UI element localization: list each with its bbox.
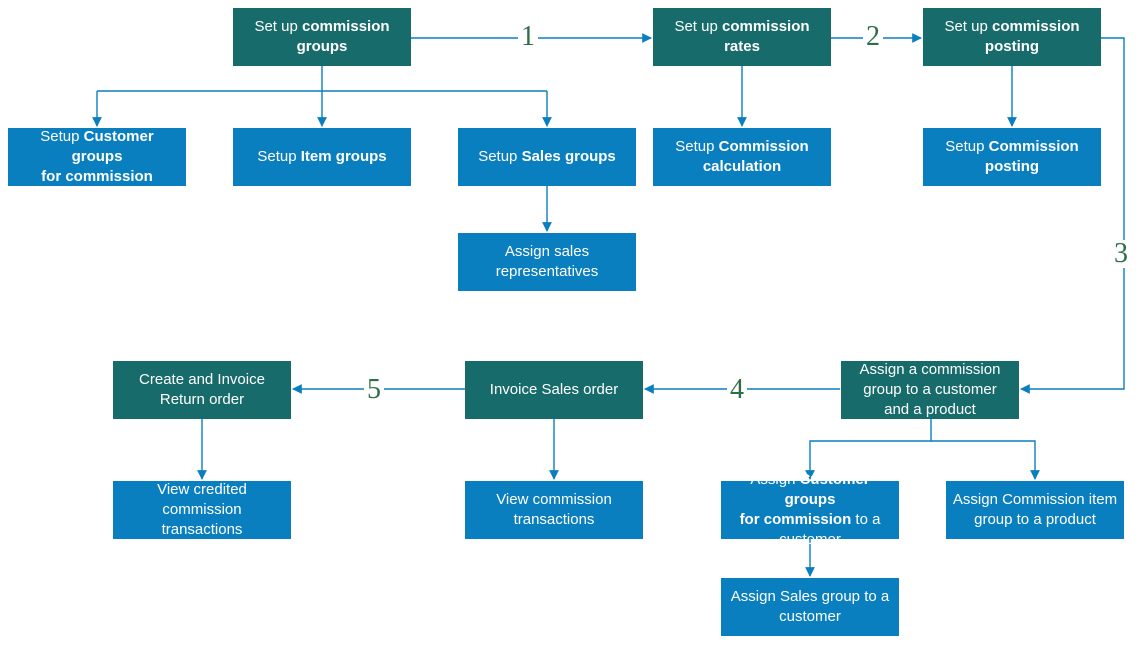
box-label-text: groups bbox=[296, 38, 348, 55]
box-label-text: Customer groups bbox=[71, 128, 154, 165]
box-label-text: Commission bbox=[718, 138, 809, 155]
box-label-text: Item groups bbox=[300, 148, 387, 165]
box-label-text: calculation bbox=[702, 158, 782, 175]
box-setup-commission-calculation: Setup Commission calculation bbox=[653, 128, 831, 186]
box-assign-commission-group: Assign a commission group to a customer an… bbox=[841, 361, 1019, 419]
box-label-text: Assign a commission bbox=[859, 361, 1001, 378]
box-label-text: Commission bbox=[988, 138, 1079, 155]
box-setup-item-groups: Setup Item groups bbox=[233, 128, 411, 186]
box-label-text: Return order bbox=[159, 391, 245, 408]
box-label-text: commission bbox=[302, 18, 390, 35]
box-label-text: View commission bbox=[496, 491, 612, 508]
box-label-text: Set up bbox=[674, 18, 722, 35]
box-label-text: Set up bbox=[254, 18, 302, 35]
box-label-text: Setup bbox=[478, 148, 522, 165]
box-label: Assign Sales group to a customer bbox=[731, 587, 889, 627]
box-label-text: Sales groups bbox=[521, 148, 616, 165]
box-label-text: group to a customer bbox=[863, 381, 997, 398]
box-label-text: Set up bbox=[944, 18, 992, 35]
box-label-text: commission bbox=[722, 18, 810, 35]
box-label-text: to a bbox=[851, 511, 881, 528]
box-label-text: commission bbox=[992, 18, 1080, 35]
box-label-text: Setup bbox=[675, 138, 719, 155]
box-label-text: representatives bbox=[495, 263, 599, 280]
box-setup-commission-groups: Set up commission groups bbox=[233, 8, 411, 66]
box-label: Setup Item groups bbox=[257, 147, 386, 167]
box-assign-commission-item-group: Assign Commission item group to a product bbox=[946, 481, 1124, 539]
box-label-text: and a product bbox=[884, 401, 976, 418]
box-label-text: for commission bbox=[41, 168, 153, 185]
box-label: Set up commission rates bbox=[674, 17, 809, 57]
step-number-5: 5 bbox=[364, 376, 384, 404]
box-label: Setup Commission posting bbox=[945, 137, 1078, 177]
box-label: Set up commission posting bbox=[944, 17, 1079, 57]
box-label-text: customer bbox=[779, 531, 841, 548]
box-assign-sales-group: Assign Sales group to a customer bbox=[721, 578, 899, 636]
box-label-text: Assign bbox=[750, 471, 800, 488]
box-label: View commission transactions bbox=[496, 490, 612, 530]
step-number-2: 2 bbox=[863, 23, 883, 51]
box-label: Setup Commission calculation bbox=[675, 137, 808, 177]
box-label: Assign sales representatives bbox=[496, 242, 599, 282]
box-label: Assign Commission item group to a product bbox=[953, 490, 1117, 530]
box-label-text: rates bbox=[724, 38, 760, 55]
box-label-text: for commission bbox=[739, 511, 852, 528]
box-label-text: customer bbox=[779, 608, 841, 625]
box-label-text: posting bbox=[984, 158, 1040, 175]
box-invoice-sales-order: Invoice Sales order bbox=[465, 361, 643, 419]
box-view-commission-transactions: View commission transactions bbox=[465, 481, 643, 539]
box-label-text: View credited bbox=[157, 481, 247, 498]
box-label: Setup Customer groups for commission bbox=[14, 127, 180, 187]
box-label-text: transactions bbox=[161, 521, 243, 538]
box-label-text: posting bbox=[984, 38, 1040, 55]
branch-assign-group-right bbox=[931, 440, 1040, 480]
box-setup-commission-posting: Set up commission posting bbox=[923, 8, 1101, 66]
box-label-text: Setup bbox=[257, 148, 301, 165]
box-label-text: Customer groups bbox=[784, 471, 870, 508]
box-setup-commission-posting-detail: Setup Commission posting bbox=[923, 128, 1101, 186]
box-assign-sales-representatives: Assign sales representatives bbox=[458, 233, 636, 291]
box-label-text: Assign sales bbox=[504, 243, 590, 260]
box-label: Set up commission groups bbox=[254, 17, 389, 57]
box-setup-sales-groups: Setup Sales groups bbox=[458, 128, 636, 186]
box-label: Setup Sales groups bbox=[478, 147, 616, 167]
box-label: View credited commission transactions bbox=[157, 480, 247, 540]
box-label-text: Setup bbox=[945, 138, 989, 155]
box-setup-commission-rates: Set up commission rates bbox=[653, 8, 831, 66]
box-label: Invoice Sales order bbox=[490, 380, 618, 400]
box-label: Assign Customer groups for commission to … bbox=[727, 470, 893, 550]
box-label: Assign a commission group to a customer an… bbox=[860, 360, 1001, 420]
step-number-1: 1 bbox=[518, 23, 538, 51]
box-label-text: Invoice Sales order bbox=[489, 381, 619, 398]
box-label-text: group to a product bbox=[974, 511, 1096, 528]
box-label-text: transactions bbox=[513, 511, 595, 528]
branch-assign-group bbox=[805, 419, 932, 480]
step-number-3: 3 bbox=[1111, 240, 1131, 268]
box-label-text: Create and Invoice bbox=[139, 371, 265, 388]
box-label-text: commission bbox=[162, 501, 242, 518]
box-label-text: Setup bbox=[40, 128, 84, 145]
box-view-credited-transactions: View credited commission transactions bbox=[113, 481, 291, 539]
box-label-text: Assign Sales group to a bbox=[730, 588, 890, 605]
arrow-posting-to-assign-group bbox=[1020, 37, 1125, 394]
step-number-4: 4 bbox=[727, 376, 747, 404]
box-assign-customer-groups: Assign Customer groups for commission to … bbox=[721, 471, 899, 548]
box-label-text: Assign Commission item bbox=[952, 491, 1118, 508]
box-setup-customer-groups: Setup Customer groups for commission bbox=[8, 128, 186, 186]
